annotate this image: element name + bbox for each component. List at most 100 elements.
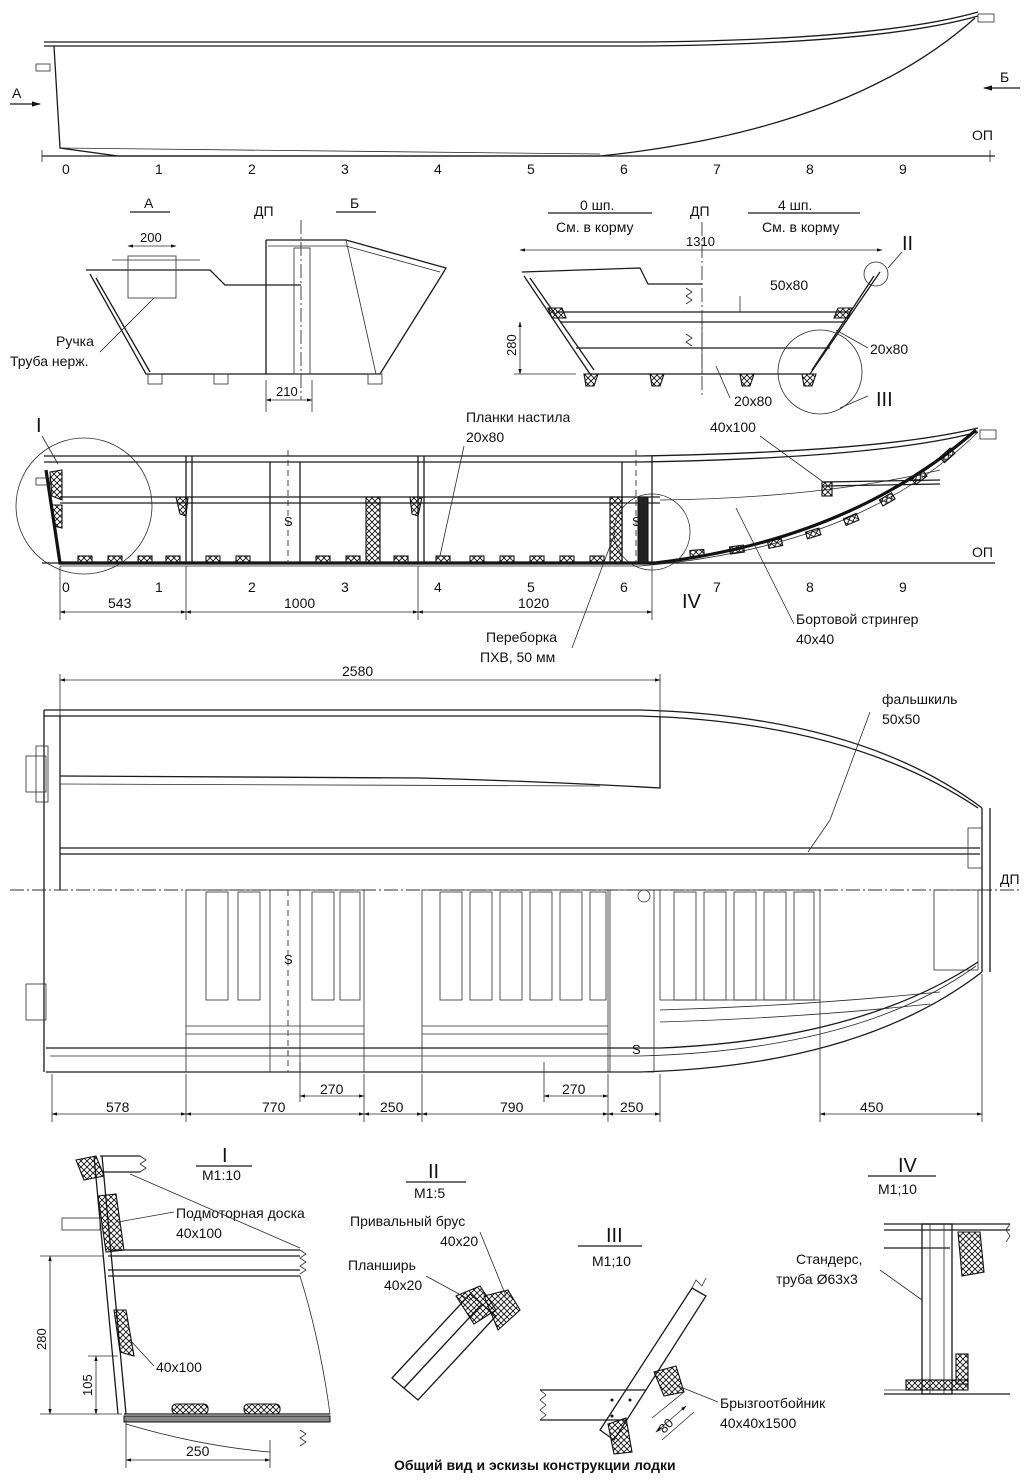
callout-i: I bbox=[36, 415, 42, 437]
label-spray-rail-1: Брызгоотбойник bbox=[720, 1395, 826, 1411]
dim-20x80-a: 20х80 bbox=[870, 341, 908, 357]
callout-ii-top: II bbox=[902, 233, 913, 255]
label-dp-2: ДП bbox=[690, 203, 710, 219]
s-mark-4: S bbox=[632, 1042, 641, 1057]
plan-view: 2580 ДП фальшкиль 50х50 bbox=[10, 663, 1020, 1122]
dim-450: 450 bbox=[860, 1099, 884, 1115]
detail-circle-i bbox=[15, 437, 153, 575]
frame4-sub: См. в корму bbox=[762, 219, 839, 235]
detail-i-title: I bbox=[222, 1145, 228, 1167]
detail-i: I М1:10 280 105 250 Подмоторна bbox=[34, 1145, 331, 1468]
station-3: 3 bbox=[341, 161, 349, 177]
station-1b: 1 bbox=[155, 579, 163, 595]
detail-iv: IV М1;10 Стандерс, труба Ø63х3 bbox=[776, 1155, 1011, 1395]
dim-280-frame: 280 bbox=[504, 334, 519, 356]
dim-si-250: 250 bbox=[186, 1443, 210, 1459]
station-8b: 8 bbox=[806, 579, 814, 595]
label-gunwale-1: Планширь bbox=[348, 1257, 416, 1273]
label-rub-rail-1: Привальный брус bbox=[350, 1213, 465, 1229]
dim-50x80: 50х80 bbox=[770, 277, 808, 293]
station-7b: 7 bbox=[713, 579, 721, 595]
cross-section-frames: ДП 0 шп. См. в корму 4 шп. См. в корму 1… bbox=[504, 197, 913, 415]
station-1: 1 bbox=[155, 161, 163, 177]
label-gunwale-2: 40х20 bbox=[384, 1277, 422, 1293]
station-2: 2 bbox=[248, 161, 256, 177]
label-op-top: ОП bbox=[972, 127, 993, 143]
station-0b: 0 bbox=[62, 579, 70, 595]
detail-iv-title: IV bbox=[898, 1155, 918, 1177]
s-mark-3: S bbox=[284, 952, 293, 967]
dim-543: 543 bbox=[108, 595, 132, 611]
label-false-keel-2: 50х50 bbox=[882, 711, 920, 727]
station-4b: 4 bbox=[434, 579, 442, 595]
detail-iii-scale: М1;10 bbox=[592, 1253, 631, 1269]
label-handle-1: Ручка bbox=[56, 333, 94, 349]
label-op-mid: ОП bbox=[972, 544, 993, 560]
station-9: 9 bbox=[899, 161, 907, 177]
station-4: 4 bbox=[434, 161, 442, 177]
label-bulkhead-2: ПХВ, 50 мм bbox=[480, 649, 555, 665]
label-deck-planks-2: 20х80 bbox=[466, 429, 504, 445]
dim-1020: 1020 bbox=[518, 595, 549, 611]
s-mark-2: S bbox=[632, 514, 641, 529]
s-mark-1: S bbox=[284, 514, 293, 529]
detail-ii-scale: М1:5 bbox=[414, 1185, 445, 1201]
frame0-title: 0 шп. bbox=[580, 197, 614, 213]
detail-iii: III М1;10 80 Брызгоотбойник 40х40х1500 bbox=[539, 1225, 826, 1455]
callout-iii-top: III bbox=[876, 389, 893, 411]
dim-si-105: 105 bbox=[80, 1374, 95, 1396]
longitudinal-section: S S I IV bbox=[15, 409, 997, 665]
dim-270-a: 270 bbox=[320, 1081, 344, 1097]
dim-si-40x100: 40х100 bbox=[156, 1359, 202, 1375]
dim-250-a: 250 bbox=[380, 1099, 404, 1115]
label-side-stringer-2: 40х40 bbox=[796, 631, 834, 647]
station-2b: 2 bbox=[248, 579, 256, 595]
dim-200: 200 bbox=[140, 230, 162, 245]
station-5: 5 bbox=[527, 161, 535, 177]
station-8: 8 bbox=[806, 161, 814, 177]
drawing-caption: Общий вид и эскизы конструкции лодки bbox=[394, 1457, 676, 1473]
label-side-stringer-1: Бортовой стрингер bbox=[796, 611, 919, 627]
side-view: А Б ОП 0 1 2 3 4 5 6 7 8 9 bbox=[10, 11, 1020, 177]
label-stanchion-2: труба Ø63х3 bbox=[776, 1271, 858, 1287]
frame4-title: 4 шп. bbox=[778, 197, 812, 213]
label-motor-board-1: Подмоторная доска bbox=[176, 1205, 305, 1221]
label-motor-board-2: 40х100 bbox=[176, 1225, 222, 1241]
detail-circle-iii bbox=[777, 329, 863, 415]
handle-tube-bow bbox=[977, 13, 995, 23]
label-stanchion-1: Стандерс, bbox=[796, 1251, 863, 1267]
dim-siii-80: 80 bbox=[656, 1415, 677, 1436]
view-b-title: Б bbox=[350, 195, 359, 211]
station-6b: 6 bbox=[620, 579, 628, 595]
dim-1000: 1000 bbox=[284, 595, 315, 611]
dim-250-b: 250 bbox=[620, 1099, 644, 1115]
dim-20x80-b: 20х80 bbox=[734, 393, 772, 409]
station-7: 7 bbox=[713, 161, 721, 177]
detail-iv-scale: М1;10 bbox=[878, 1181, 917, 1197]
station-6: 6 bbox=[620, 161, 628, 177]
label-false-keel-1: фальшкиль bbox=[882, 691, 957, 707]
station-0: 0 bbox=[62, 161, 70, 177]
label-spray-rail-2: 40х40х1500 bbox=[720, 1415, 797, 1431]
view-a-title: А bbox=[144, 195, 154, 211]
handle-tube-stern bbox=[35, 63, 51, 72]
label-bulkhead-1: Переборка bbox=[486, 629, 557, 645]
frame0-sub: См. в корму bbox=[556, 219, 633, 235]
dim-2580: 2580 bbox=[342, 663, 373, 679]
dim-270-b: 270 bbox=[562, 1081, 586, 1097]
label-rub-rail-2: 40х20 bbox=[440, 1233, 478, 1249]
false-keel-leader bbox=[807, 819, 831, 853]
dim-210: 210 bbox=[276, 384, 298, 399]
dim-si-280: 280 bbox=[34, 1328, 49, 1350]
sheer-line bbox=[44, 11, 979, 43]
dim-40x100: 40х100 bbox=[710, 419, 756, 435]
detail-i-scale: М1:10 bbox=[202, 1167, 241, 1183]
station-5b: 5 bbox=[527, 579, 535, 595]
end-views-a-b: ДП А Б 200 210 Ручка Труба нерж. bbox=[10, 195, 447, 412]
detail-circle-ii bbox=[863, 261, 889, 287]
station-9b: 9 bbox=[899, 579, 907, 595]
dim-578: 578 bbox=[106, 1099, 130, 1115]
callout-iv: IV bbox=[682, 591, 702, 613]
